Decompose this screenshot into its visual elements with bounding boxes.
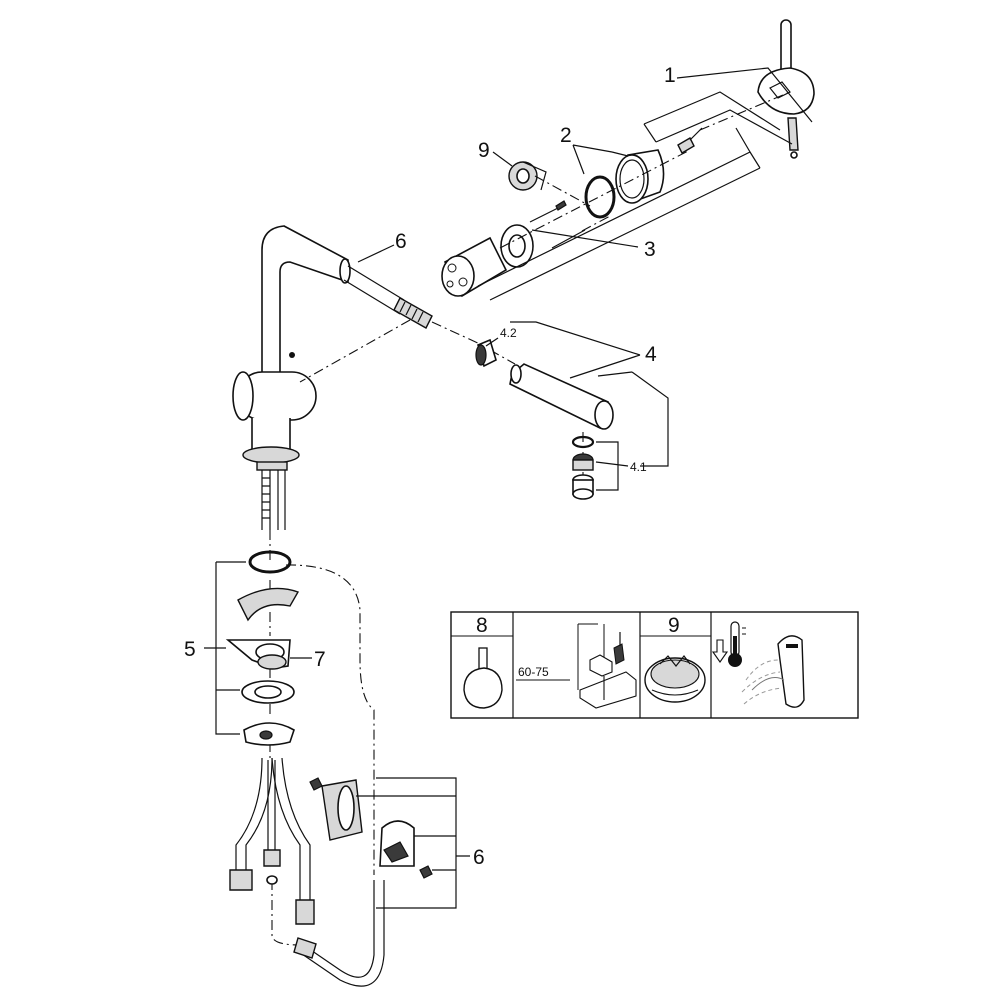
installation-height-icon: 60-75	[516, 623, 637, 709]
legend-cell8-label: 8	[476, 614, 488, 637]
hose-bend	[293, 880, 385, 987]
part-4.2-connector	[475, 338, 497, 368]
part-2-oring	[584, 175, 616, 219]
callout-3: 3	[644, 238, 656, 261]
mixer-lever-icon	[741, 635, 805, 708]
part-7-triangle-plate	[225, 639, 291, 670]
callout-5: 5	[184, 638, 196, 661]
callout-1: 1	[664, 64, 676, 87]
aerator-icon	[644, 655, 706, 703]
lever-handle-icon	[463, 647, 503, 709]
callout-4: 4	[645, 343, 657, 366]
lever-handle	[757, 19, 815, 159]
cold-water-thermometer-icon	[711, 621, 746, 667]
leader-lines	[204, 67, 813, 909]
pull-out-hose	[343, 265, 433, 329]
callout-6-bottom: 6	[473, 846, 485, 869]
cartridge	[441, 236, 508, 298]
supply-hoses	[229, 757, 315, 925]
part-9-ring	[508, 161, 547, 191]
part-2-sleeve	[615, 149, 665, 204]
lever-pin	[677, 127, 703, 154]
callout-4-1: 4.1	[630, 460, 647, 474]
part-4.1-aerator-parts	[571, 435, 595, 500]
hose-guide-screws	[309, 777, 433, 879]
spray-head	[509, 363, 614, 430]
faucet-body	[232, 225, 351, 530]
installation-height-dimension: 60-75	[518, 665, 549, 679]
callout-2: 2	[560, 124, 572, 147]
legend-box: 8 9 60-75	[450, 611, 859, 719]
cartridge-screws	[529, 200, 586, 249]
part-5-oring	[248, 550, 292, 574]
part-5-half-washer	[237, 587, 300, 622]
callout-7: 7	[314, 648, 326, 671]
callout-4-2: 4.2	[500, 326, 517, 340]
part-5-horseshoe	[243, 722, 295, 746]
legend-cell9-label: 9	[668, 614, 680, 637]
hose-guide-bracket	[321, 779, 363, 841]
callout-6-top: 6	[395, 230, 407, 253]
part-5-flat-washer	[241, 680, 295, 704]
callout-9: 9	[478, 139, 490, 162]
hose-guide-clip	[379, 820, 415, 867]
